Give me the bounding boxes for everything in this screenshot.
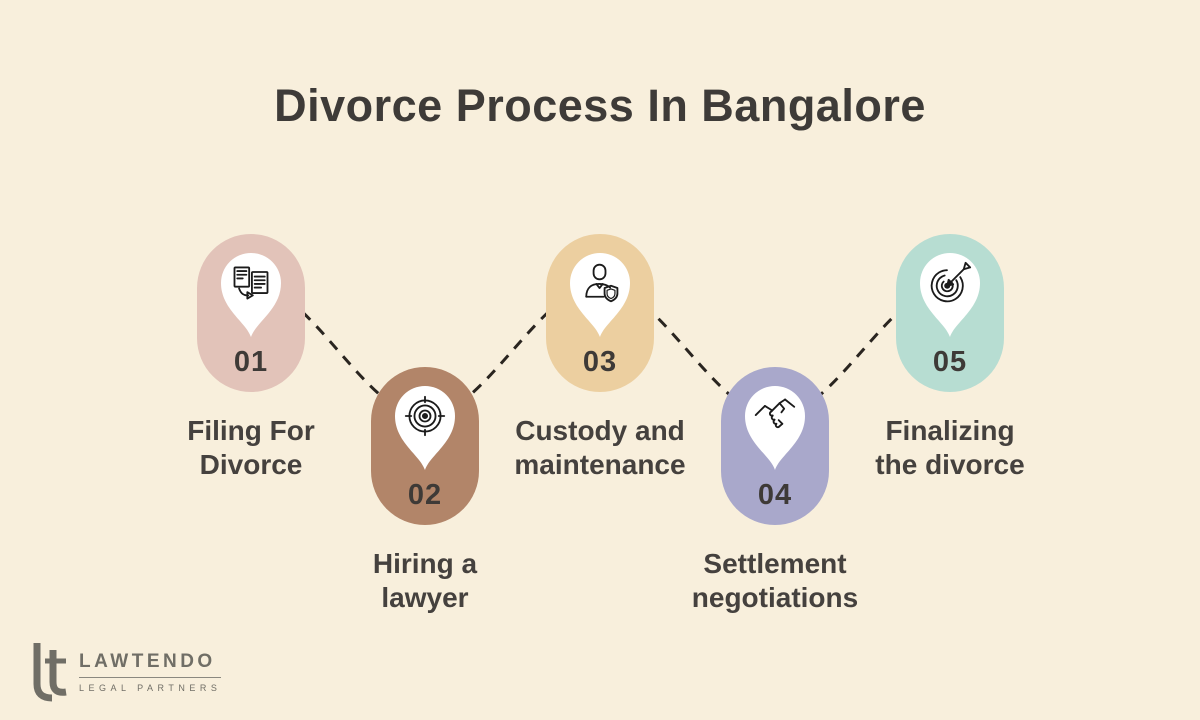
- lt-monogram-icon: [33, 643, 67, 702]
- step-label: Settlement negotiations: [665, 547, 885, 615]
- step-pill: 03: [546, 234, 654, 392]
- step-label: Filing For Divorce: [141, 414, 361, 482]
- documents-transfer-icon: [233, 266, 269, 300]
- lawtendo-logo: LAWTENDO LEGAL PARTNERS: [26, 640, 222, 704]
- location-pin-icon: [395, 386, 455, 470]
- step-label-line1: Hiring a: [372, 548, 478, 579]
- step-pill: 04: [721, 367, 829, 525]
- person-shield-icon: [585, 263, 619, 303]
- target-crosshair-icon: [404, 395, 446, 437]
- step-label-line1: Custody and: [515, 415, 685, 446]
- step-settlement-negotiations: 04 Settlement negotiations: [665, 367, 885, 615]
- step-pill: 05: [896, 234, 1004, 392]
- step-number: 05: [932, 346, 968, 378]
- brand-tagline: LEGAL PARTNERS: [79, 683, 222, 693]
- step-label-line2: Divorce: [199, 449, 303, 481]
- step-label: Finalizing the divorce: [840, 414, 1060, 482]
- logo-divider: [79, 677, 222, 678]
- step-label-line2: the divorce: [875, 449, 1025, 481]
- step-label-line1: Settlement: [703, 548, 847, 579]
- step-label: Hiring a lawyer: [315, 547, 535, 615]
- step-hiring-a-lawyer: 02 Hiring a lawyer: [315, 367, 535, 615]
- step-finalizing-the-divorce: 05 Finalizing the divorce: [840, 234, 1060, 482]
- step-label-line2: maintenance: [514, 449, 686, 481]
- step-number: 03: [582, 346, 618, 378]
- location-pin-icon: [745, 386, 805, 470]
- step-label-line1: Filing For: [187, 415, 315, 446]
- step-pill: 01: [197, 234, 305, 392]
- step-pill: 02: [371, 367, 479, 525]
- step-number: 01: [233, 346, 269, 378]
- step-label: Custody and maintenance: [490, 414, 710, 482]
- page-title: Divorce Process In Bangalore: [274, 80, 926, 131]
- step-custody-and-maintenance: 03 Custody and maintenance: [490, 234, 710, 482]
- step-filing-for-divorce: 01 Filing For Divorce: [141, 234, 361, 482]
- step-label-line2: lawyer: [381, 582, 469, 614]
- handshake-icon: [754, 398, 796, 429]
- logo-text: LAWTENDO LEGAL PARTNERS: [79, 651, 222, 693]
- step-number: 04: [757, 479, 793, 511]
- dart-target-icon: [930, 261, 972, 303]
- brand-name: LAWTENDO: [79, 651, 216, 672]
- step-number: 02: [407, 479, 443, 511]
- step-label-line1: Finalizing: [885, 415, 1015, 446]
- location-pin-icon: [570, 253, 630, 337]
- step-label-line2: negotiations: [691, 582, 859, 614]
